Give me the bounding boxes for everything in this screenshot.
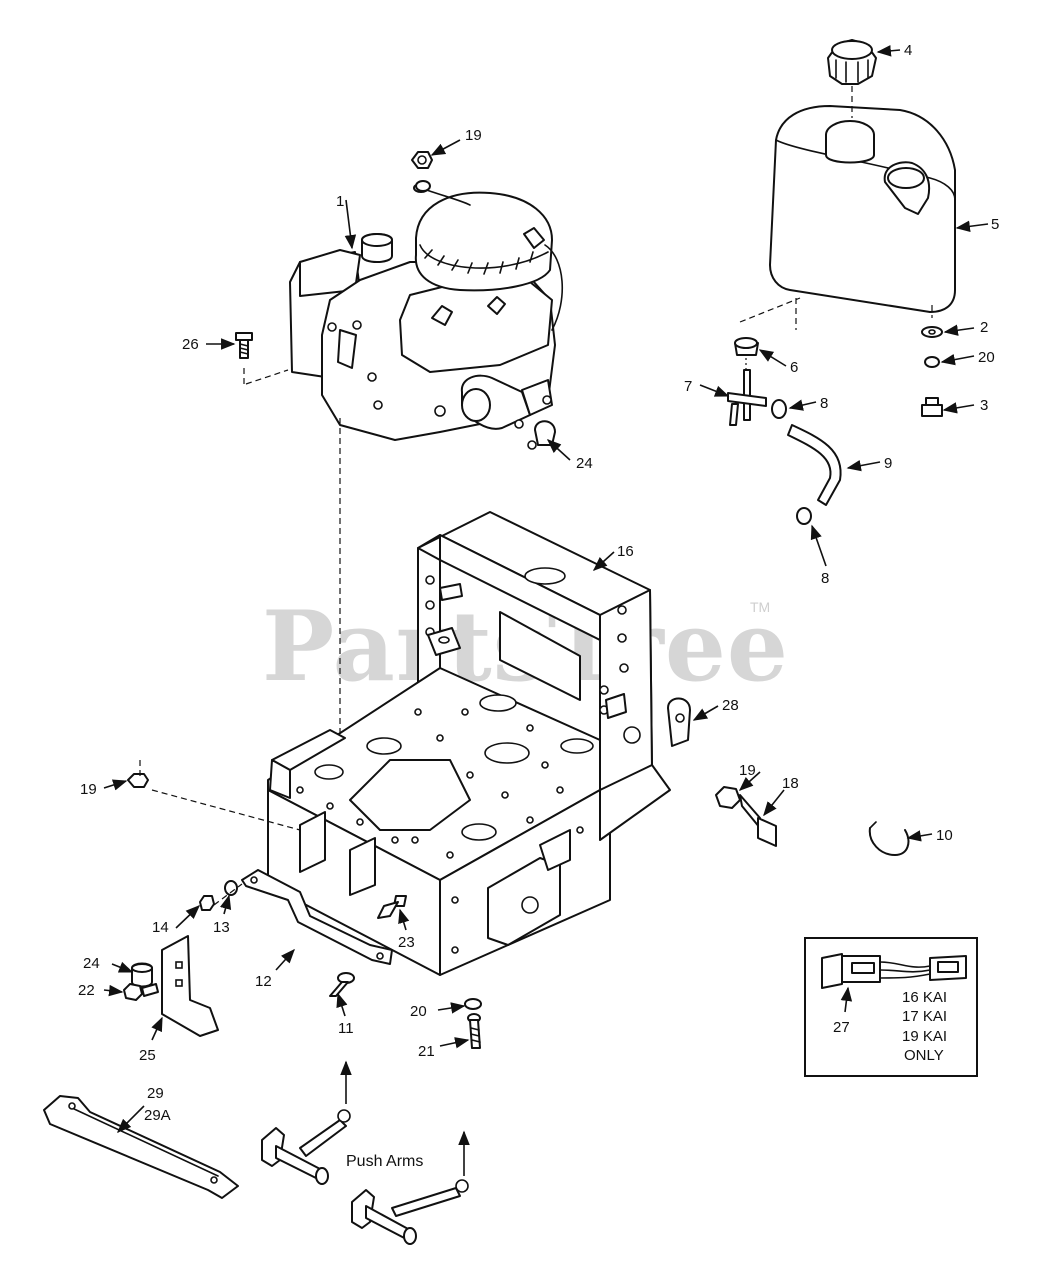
leader-lines	[103, 45, 989, 1176]
callout-5: 5	[991, 216, 999, 233]
callout-26: 26	[182, 336, 199, 353]
bushing	[734, 337, 759, 356]
frame-bolt	[739, 794, 777, 847]
callout-10: 10	[936, 827, 953, 844]
push-arm-left	[261, 1109, 351, 1185]
callout-28: 28	[722, 697, 739, 714]
label-push-arms: Push Arms	[346, 1153, 423, 1170]
callout-9: 9	[884, 455, 892, 472]
washer-20-bottom	[464, 998, 482, 1010]
screw-23	[377, 895, 407, 919]
callout-25: 25	[139, 1047, 156, 1064]
inset-line-4: ONLY	[904, 1047, 944, 1064]
inset-line-3: 19 KAI	[902, 1028, 947, 1045]
callout-2: 2	[980, 319, 988, 336]
screw-21	[467, 1013, 481, 1049]
tank-screw	[921, 397, 943, 417]
callout-13: 13	[213, 919, 230, 936]
hose-clamp-lower	[796, 507, 812, 525]
ground-wire	[415, 180, 431, 192]
fuel-tank	[769, 105, 956, 313]
tank-lockwasher	[924, 356, 940, 368]
callout-4: 4	[904, 42, 912, 59]
callout-8-upper: 8	[820, 395, 828, 412]
callout-27: 27	[833, 1019, 850, 1036]
callout-8-lower: 8	[821, 570, 829, 587]
bushing-24	[131, 962, 153, 988]
callout-1: 1	[336, 193, 344, 210]
inset-line-2: 17 KAI	[902, 1008, 947, 1025]
plate-25	[161, 935, 219, 1037]
fuel-hose	[787, 424, 842, 506]
callout-23: 23	[398, 934, 415, 951]
inset-box	[804, 937, 978, 1077]
callout-19-right: 19	[739, 762, 756, 779]
tank-washer	[921, 326, 943, 338]
callout-20-tank: 20	[978, 349, 995, 366]
callout-6: 6	[790, 359, 798, 376]
screw-11	[329, 972, 355, 997]
wire-nut-top	[411, 151, 433, 169]
callout-16: 16	[617, 543, 634, 560]
shutoff-valve	[727, 369, 767, 426]
engine-bolt	[235, 332, 253, 359]
fuel-cap	[827, 39, 877, 85]
bolt-22	[123, 983, 159, 1001]
frame-nut-right	[715, 786, 741, 809]
callout-29a: 29A	[144, 1107, 171, 1124]
callout-18: 18	[782, 775, 799, 792]
hose-clamp-upper	[771, 399, 787, 419]
callout-29: 29	[147, 1085, 164, 1102]
cable-clamp	[527, 420, 556, 450]
callout-14: 14	[152, 919, 169, 936]
bar-29	[43, 1095, 239, 1199]
push-arm-right	[351, 1179, 469, 1245]
callout-7: 7	[684, 378, 692, 395]
callouts: 1 19 26 24 4 5 2 20 3 6 7 8 9 8 16 28 19…	[78, 42, 999, 1170]
frame	[267, 511, 691, 976]
frame-nut-left	[127, 773, 149, 788]
callout-3: 3	[980, 397, 988, 414]
callout-22: 22	[78, 982, 95, 999]
inset-text: 16 KAI 17 KAI 19 KAI ONLY	[902, 989, 947, 1064]
callout-19-left: 19	[80, 781, 97, 798]
callout-24-plate: 24	[83, 955, 100, 972]
callout-21: 21	[418, 1043, 435, 1060]
callout-11: 11	[338, 1020, 354, 1037]
callout-19-top: 19	[465, 127, 482, 144]
callout-12: 12	[255, 973, 272, 990]
watermark-trademark: TM	[750, 599, 770, 615]
callout-24-engine: 24	[576, 455, 593, 472]
callout-20-bottom: 20	[410, 1003, 427, 1020]
engine	[289, 183, 564, 441]
inset-line-1: 16 KAI	[902, 989, 947, 1006]
retaining-ring	[868, 821, 910, 856]
bracket-12	[241, 869, 393, 965]
nut-14	[199, 895, 215, 911]
